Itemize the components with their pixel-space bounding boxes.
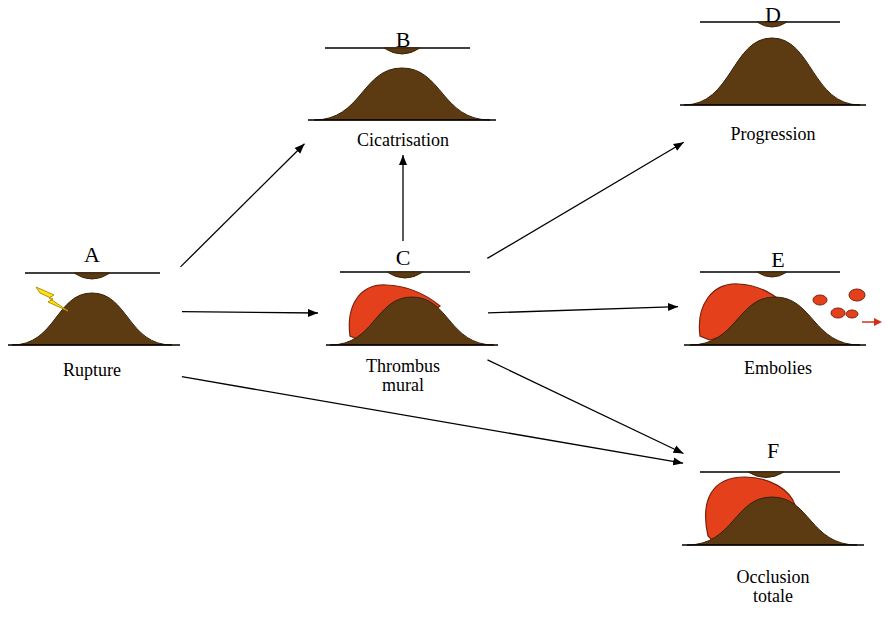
panel-caption: Occlusion totale bbox=[718, 568, 828, 606]
arrow-connector bbox=[488, 307, 678, 313]
arrow-connector bbox=[488, 360, 684, 454]
embolus bbox=[846, 310, 858, 318]
plaque-panel: E Embolies bbox=[683, 248, 873, 378]
vessel-wall bbox=[326, 344, 498, 346]
arrow-connector bbox=[182, 312, 318, 313]
vessel-wall bbox=[308, 119, 496, 121]
plaque-panel: A Rupture bbox=[7, 243, 177, 380]
plaque-mound bbox=[687, 497, 857, 545]
embolus bbox=[849, 289, 865, 301]
panel-letter: D bbox=[765, 3, 781, 27]
panel-letter: A bbox=[84, 243, 100, 267]
panel-caption: Rupture bbox=[63, 361, 121, 380]
flow-arrowhead bbox=[874, 318, 882, 326]
panel-letter: B bbox=[396, 28, 411, 52]
plaque-mound bbox=[330, 297, 494, 345]
plaque-mound bbox=[690, 297, 860, 345]
vessel-wall bbox=[684, 344, 866, 346]
plaque-panel: D Progression bbox=[688, 3, 858, 144]
vessel-wall bbox=[8, 344, 180, 346]
panel-caption: Thrombus mural bbox=[348, 357, 458, 395]
embolus bbox=[813, 295, 827, 305]
wall-plaque bbox=[757, 272, 787, 277]
wall-plaque bbox=[387, 272, 423, 278]
panel-caption: Embolies bbox=[744, 359, 812, 378]
flow-arrow bbox=[862, 321, 876, 323]
plaque-panel: B Cicatrisation bbox=[308, 28, 498, 150]
panel-letter: F bbox=[767, 439, 779, 463]
plaque-panel: F Occlusion totale bbox=[688, 439, 858, 606]
panel-letter: E bbox=[771, 248, 784, 272]
arrow-connector bbox=[182, 377, 683, 464]
arrow-connector bbox=[487, 142, 683, 258]
panel-caption: Progression bbox=[731, 125, 816, 144]
plaque-mound bbox=[314, 68, 490, 120]
vessel-wall bbox=[680, 104, 866, 106]
plaque-mound bbox=[12, 293, 172, 345]
wall-plaque bbox=[74, 273, 110, 279]
plaque-mound bbox=[684, 38, 860, 105]
rupture-lightning bbox=[36, 287, 68, 311]
plaque-panel: C Thrombus mural bbox=[323, 246, 483, 395]
arrow-connector bbox=[181, 144, 305, 267]
panel-letter: C bbox=[396, 246, 411, 270]
arrow-connector bbox=[402, 155, 403, 241]
wall-plaque bbox=[748, 472, 784, 478]
vessel-wall bbox=[682, 544, 864, 546]
panel-caption: Cicatrisation bbox=[357, 131, 449, 150]
embolus bbox=[831, 308, 845, 318]
